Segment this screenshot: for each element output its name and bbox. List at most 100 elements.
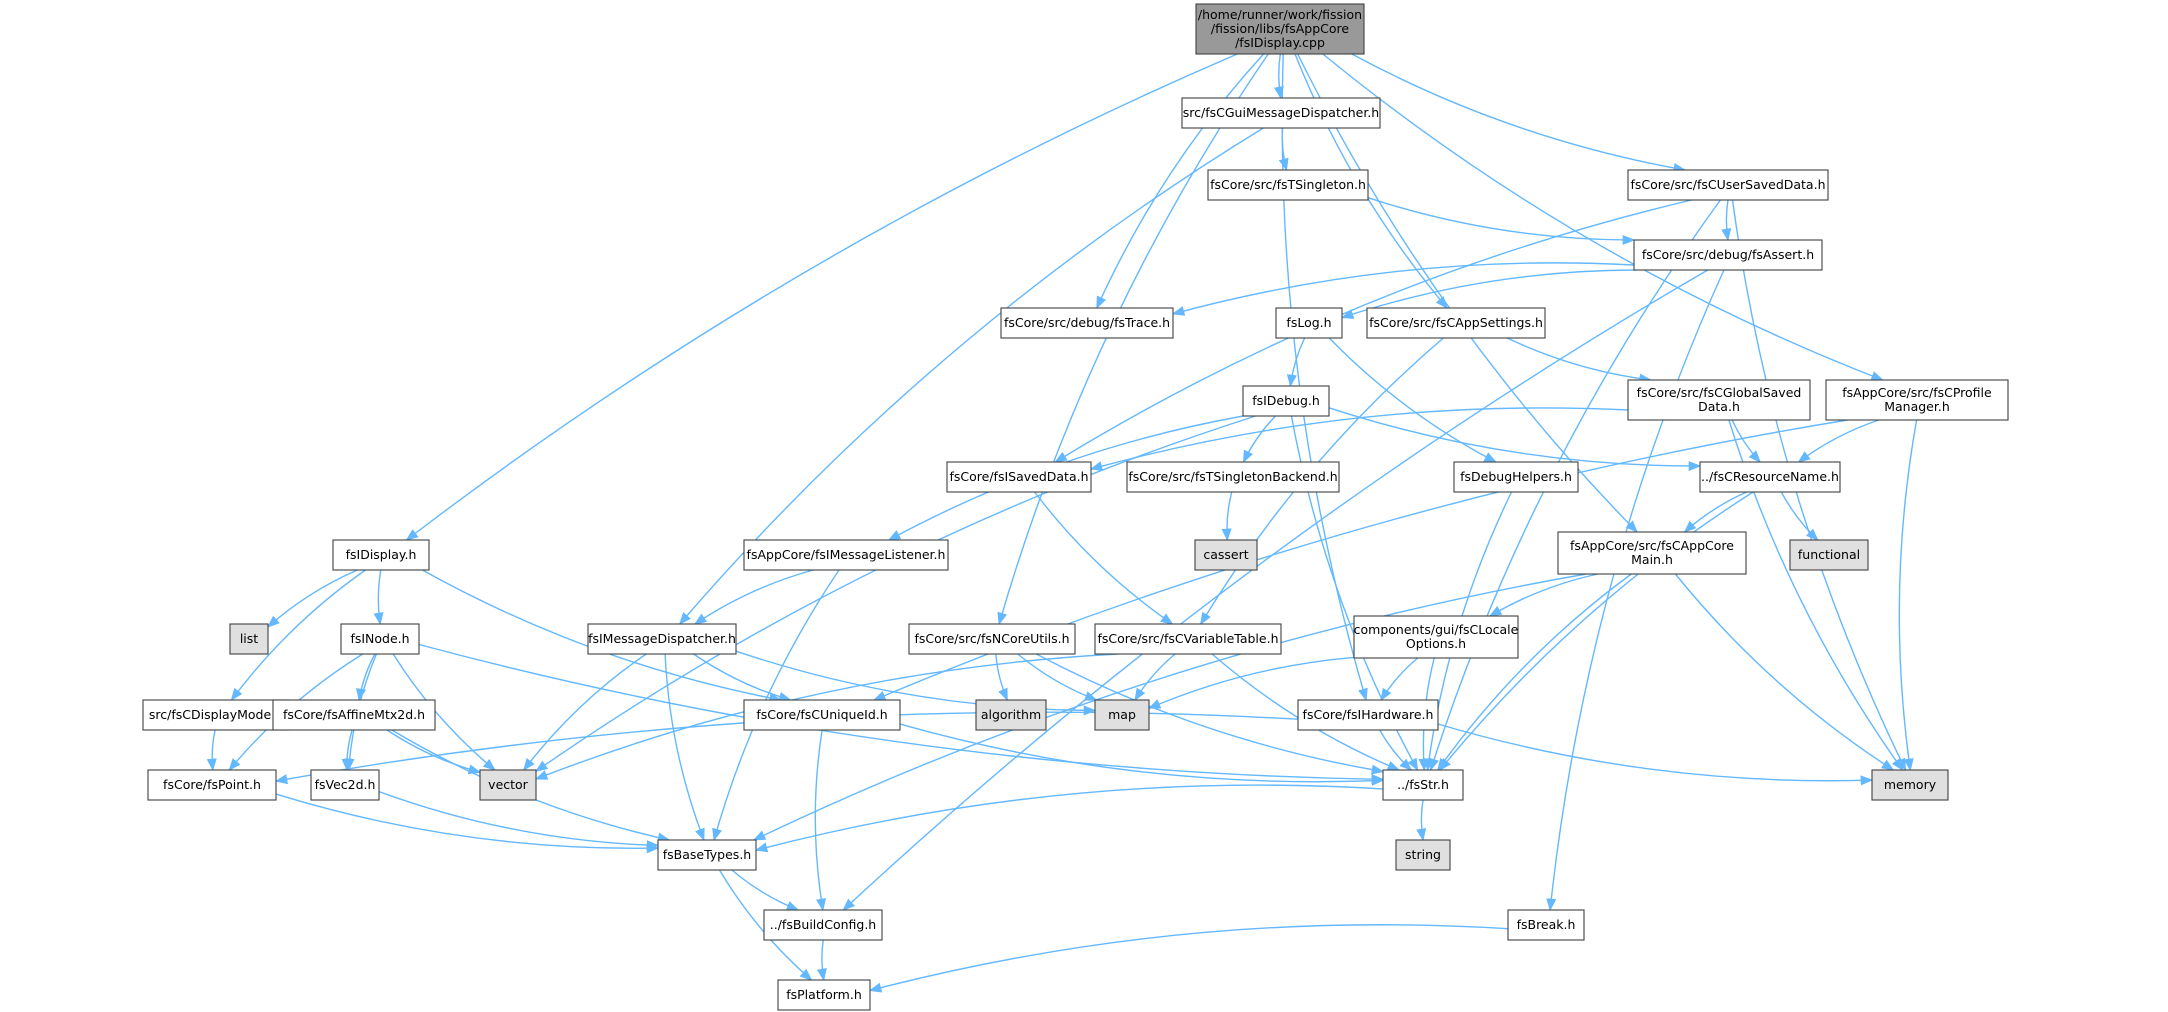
- node-label: functional: [1798, 547, 1860, 562]
- node-label: fsPlatform.h: [786, 987, 862, 1002]
- node-vec2d[interactable]: fsVec2d.h: [310, 769, 380, 801]
- edge-inode-to-affine: [356, 653, 376, 702]
- node-box: [1366, 307, 1546, 339]
- edge-imsgDisp-to-baseTypes: [664, 653, 705, 842]
- node-label: /fission/libs/fsAppCore: [1211, 21, 1350, 36]
- node-tsingbackend[interactable]: fsCore/src/fsTSingletonBackend.h: [1126, 461, 1340, 493]
- node-map[interactable]: map: [1094, 699, 1150, 731]
- node-box: [1297, 699, 1439, 731]
- node-displaymode[interactable]: src/fsCDisplayMode.h: [142, 699, 290, 731]
- edge-appCoreMain-to-baseTypes: [752, 573, 1587, 841]
- node-basetypes[interactable]: fsBaseTypes.h: [657, 839, 757, 871]
- node-label: fsIDisplay.h: [346, 547, 417, 562]
- node-platform[interactable]: fsPlatform.h: [777, 979, 871, 1011]
- node-box: [1195, 3, 1365, 55]
- node-box: [340, 623, 420, 655]
- node-trace[interactable]: fsCore/src/debug/fsTrace.h: [1000, 307, 1174, 339]
- node-uniqueid[interactable]: fsCore/fsCUniqueId.h: [743, 699, 901, 731]
- node-label: algorithm: [981, 707, 1041, 722]
- edge-globalSaved-to-isaved: [1089, 407, 1629, 471]
- node-affine[interactable]: fsCore/fsAffineMtx2d.h: [272, 699, 436, 731]
- node-box: [908, 623, 1076, 655]
- edge-ncoreUtils-to-str: [1035, 653, 1385, 775]
- node-label: fsIDebug.h: [1252, 393, 1320, 408]
- edge-baseTypes-to-buildConfig: [731, 869, 800, 911]
- node-isaved[interactable]: fsCore/fsISavedData.h: [946, 461, 1092, 493]
- node-ihardware[interactable]: fsCore/fsIHardware.h: [1297, 699, 1439, 731]
- node-label: fsCore/src/fsCGlobalSaved: [1637, 385, 1802, 400]
- node-algorithm[interactable]: algorithm: [975, 699, 1047, 731]
- node-box: [763, 909, 883, 941]
- node-idisplay[interactable]: fsIDisplay.h: [332, 539, 430, 571]
- edge-uniqueId-to-str: [899, 723, 1385, 786]
- node-root[interactable]: /home/runner/work/fission/fission/libs/f…: [1195, 3, 1365, 55]
- node-cassert[interactable]: cassert: [1194, 539, 1258, 571]
- node-label: fsCore/fsCUniqueId.h: [756, 707, 887, 722]
- edge-userSaved-to-isaved: [1054, 199, 1692, 463]
- node-label: vector: [488, 777, 529, 792]
- edge-point-to-baseTypes: [275, 793, 660, 854]
- node-buildconfig[interactable]: ../fsBuildConfig.h: [763, 909, 883, 941]
- node-label: fsAppCore/src/fsCProfile: [1842, 385, 1992, 400]
- node-appsettings[interactable]: fsCore/src/fsCAppSettings.h: [1366, 307, 1546, 339]
- node-string[interactable]: string: [1395, 839, 1451, 871]
- node-ncoreutils[interactable]: fsCore/src/fsNCoreUtils.h: [908, 623, 1076, 655]
- node-usersaved[interactable]: fsCore/src/fsCUserSavedData.h: [1627, 169, 1829, 201]
- node-point[interactable]: fsCore/fsPoint.h: [147, 769, 277, 801]
- node-label: map: [1108, 707, 1136, 722]
- edge-appCoreMain-to-str: [1437, 573, 1632, 772]
- edge-log-to-idebug: [1286, 337, 1306, 388]
- node-label: fsAppCore/fsIMessageListener.h: [747, 547, 946, 562]
- edge-ihardware-to-memory: [1437, 723, 1874, 786]
- edge-assert-to-buildConfig: [842, 269, 1709, 911]
- edge-vec2d-to-baseTypes: [378, 790, 660, 851]
- edge-varTable-to-vector: [534, 653, 1119, 780]
- node-list[interactable]: list: [229, 623, 269, 655]
- node-inode[interactable]: fsINode.h: [340, 623, 420, 655]
- node-memory[interactable]: memory: [1871, 769, 1949, 801]
- nodes-layer: /home/runner/work/fission/fission/libs/f…: [142, 3, 2009, 1011]
- node-label: src/fsCGuiMessageDispatcher.h: [1183, 105, 1379, 120]
- node-label: Main.h: [1631, 552, 1673, 567]
- node-tsingleton[interactable]: fsCore/src/fsTSingleton.h: [1207, 169, 1369, 201]
- edge-root-to-ihardware: [1281, 53, 1368, 702]
- node-guimsgdisp[interactable]: src/fsCGuiMessageDispatcher.h: [1181, 97, 1381, 129]
- node-debughelpers[interactable]: fsDebugHelpers.h: [1453, 461, 1579, 493]
- node-msglistener[interactable]: fsAppCore/fsIMessageListener.h: [743, 539, 949, 571]
- node-label: fsAppCore/src/fsCAppCore: [1570, 538, 1734, 553]
- node-label: fsCore/src/fsCAppSettings.h: [1369, 315, 1543, 330]
- edge-affine-to-vector: [386, 729, 482, 775]
- node-box: [946, 461, 1092, 493]
- node-idebug[interactable]: fsIDebug.h: [1242, 385, 1330, 417]
- node-imsgdisp[interactable]: fsIMessageDispatcher.h: [587, 623, 737, 655]
- node-box: [777, 979, 871, 1011]
- node-box: [1789, 539, 1869, 571]
- node-box: [1000, 307, 1174, 339]
- node-assert[interactable]: fsCore/src/debug/fsAssert.h: [1633, 239, 1823, 271]
- node-str[interactable]: ../fsStr.h: [1382, 769, 1464, 801]
- node-functional[interactable]: functional: [1789, 539, 1869, 571]
- node-label: fsCore/src/debug/fsTrace.h: [1004, 315, 1170, 330]
- edge-isaved-to-varTable: [1034, 491, 1174, 625]
- node-box: [1126, 461, 1340, 493]
- node-vartable[interactable]: fsCore/src/fsCVariableTable.h: [1094, 623, 1282, 655]
- node-vector[interactable]: vector: [479, 769, 537, 801]
- edge-affine-to-vec2d: [341, 729, 353, 772]
- node-box: [272, 699, 436, 731]
- node-resname[interactable]: ../fsCResourceName.h: [1699, 461, 1841, 493]
- node-box: [1382, 769, 1464, 801]
- edge-str-to-string: [1416, 799, 1427, 842]
- node-log[interactable]: fsLog.h: [1275, 307, 1343, 339]
- edge-tsingBackend-to-cassert: [1221, 491, 1233, 542]
- edge-idisplay-to-list: [267, 569, 358, 628]
- edge-assert-to-trace: [1171, 262, 1635, 316]
- node-label: Manager.h: [1884, 399, 1950, 414]
- node-box: [1627, 169, 1829, 201]
- node-break[interactable]: fsBreak.h: [1507, 909, 1585, 941]
- node-box: [479, 769, 537, 801]
